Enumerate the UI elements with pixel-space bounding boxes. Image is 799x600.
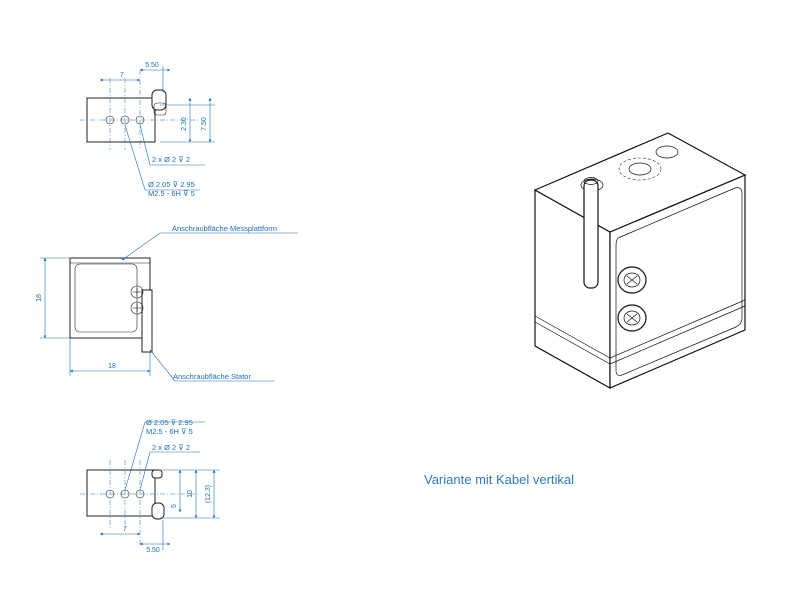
label-platform: Anschraubfläche Messplattform — [172, 224, 277, 233]
side-view: 18 18 Anschraubfläche Messplattform Ansc… — [36, 224, 298, 382]
top-dim-230: 2.30 — [181, 117, 188, 131]
bottom-dim-10: 10 — [187, 490, 194, 498]
side-dim-18-vertical: 18 — [36, 294, 43, 302]
iso-caption: Variante mit Kabel vertikal — [424, 472, 575, 487]
bottom-dim-7: 7 — [123, 526, 127, 533]
bottom-note-thread-2: M2.5 - 6H ⊽ 5 — [146, 427, 193, 436]
bottom-view: Ø 2.05 ⊽ 2.95 M2.5 - 6H ⊽ 5 2 x Ø 2 ⊽ 2 … — [80, 418, 220, 554]
top-dim-750: 7.50 — [201, 117, 208, 131]
bottom-dim-123: (12.3) — [205, 485, 212, 503]
bottom-note-holes: 2 x Ø 2 ⊽ 2 — [152, 443, 190, 452]
top-note-thread-2: M2.5 - 6H ⊽ 5 — [148, 189, 195, 198]
top-dim-7: 7 — [120, 72, 124, 79]
top-note-holes: 2 x Ø 2 ⊽ 2 — [152, 155, 190, 164]
bottom-note-thread-1: Ø 2.05 ⊽ 2.95 — [146, 418, 193, 427]
iso-view — [533, 132, 747, 390]
side-dim-18-horizontal: 18 — [108, 363, 116, 370]
bottom-dim-550: 5.50 — [146, 547, 160, 554]
top-note-thread-1: Ø 2.05 ⊽ 2.95 — [148, 180, 195, 189]
top-view: 7 5.50 2.30 7.50 2 x Ø 2 ⊽ 2 Ø 2.05 ⊽ 2.… — [80, 62, 215, 198]
label-stator: Anschraubfläche Stator — [173, 372, 251, 381]
top-dim-550: 5.50 — [145, 62, 159, 69]
bottom-dim-5: 5 — [171, 504, 178, 508]
